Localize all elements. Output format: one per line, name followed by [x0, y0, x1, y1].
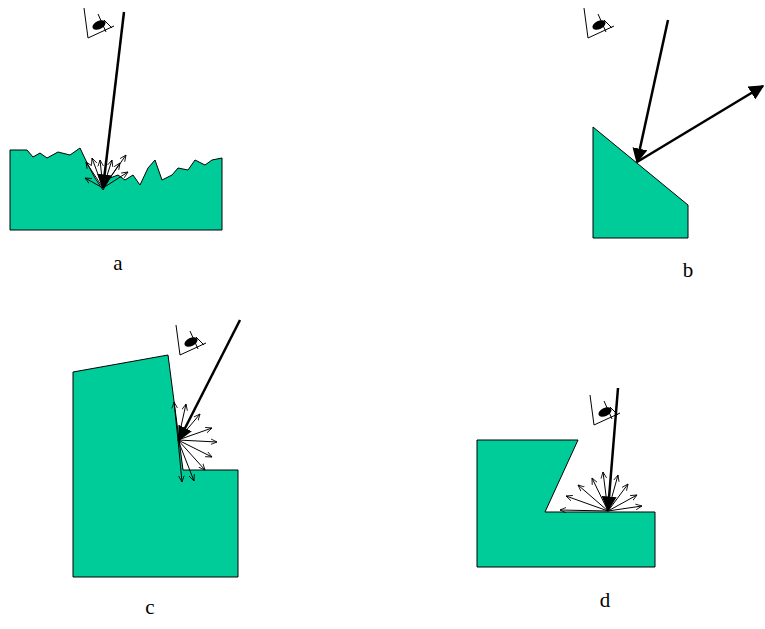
panel-label: c: [145, 597, 154, 618]
panel-label: a: [113, 253, 122, 274]
rough-surface: [10, 8, 222, 230]
groove-surface: [477, 388, 655, 567]
smooth-surface: [584, 8, 763, 238]
step-surface: [73, 320, 240, 577]
panel-label: d: [600, 590, 611, 611]
panel-label: b: [683, 260, 694, 281]
